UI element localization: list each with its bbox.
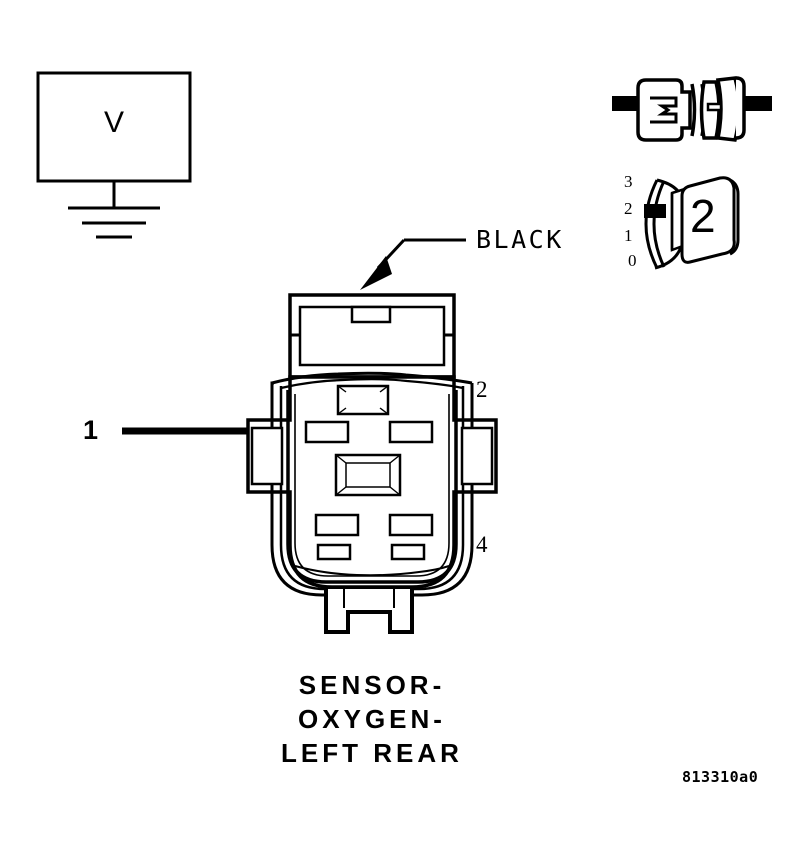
- cavity-upper-right: [388, 420, 434, 444]
- oxygen-sensor-connector: [246, 293, 498, 634]
- voltmeter-symbol: [36, 71, 192, 239]
- black-leader-arrowhead: [360, 256, 392, 290]
- cavity-upper-left: [304, 420, 350, 444]
- cavity-lower-right: [390, 543, 426, 561]
- caption-line-2: OXYGEN-: [298, 704, 446, 734]
- gauge-scale-3: 3: [624, 172, 633, 191]
- cavity-lower-left: [316, 543, 352, 561]
- terminal-gauge-tool: [644, 176, 740, 270]
- caption-line-1: SENSOR-: [298, 670, 446, 700]
- connector-pair-illustration: [612, 76, 772, 142]
- ground-icon: [68, 206, 160, 239]
- cavity-mid-left: [314, 513, 360, 537]
- gauge-scale-0: 0: [628, 251, 637, 270]
- side-wing-left: [250, 426, 284, 486]
- cavity-number-4: 4: [476, 532, 488, 557]
- gauge-scale-1: 1: [624, 226, 633, 245]
- cavity-top-center: [336, 384, 390, 416]
- side-wing-right: [460, 426, 494, 486]
- connector-bezel-inner: [286, 390, 458, 584]
- connector-locking-tab: [324, 589, 414, 634]
- cavity-center-large: [334, 453, 402, 497]
- black-wire-leader: [360, 238, 466, 290]
- callout-number-1: 1: [83, 415, 99, 445]
- gauge-indicator-block: [644, 204, 666, 218]
- figure-id-code: 813310a0: [682, 768, 759, 786]
- gauge-knob-number: 2: [690, 190, 716, 242]
- cavity-mid-right: [388, 513, 434, 537]
- cavity-number-2: 2: [476, 377, 488, 402]
- caption-line-3: LEFT REAR: [281, 738, 463, 768]
- wire-color-label: BLACK: [476, 225, 564, 254]
- voltmeter-letter: V: [104, 106, 125, 139]
- gauge-scale-2: 2: [624, 199, 633, 218]
